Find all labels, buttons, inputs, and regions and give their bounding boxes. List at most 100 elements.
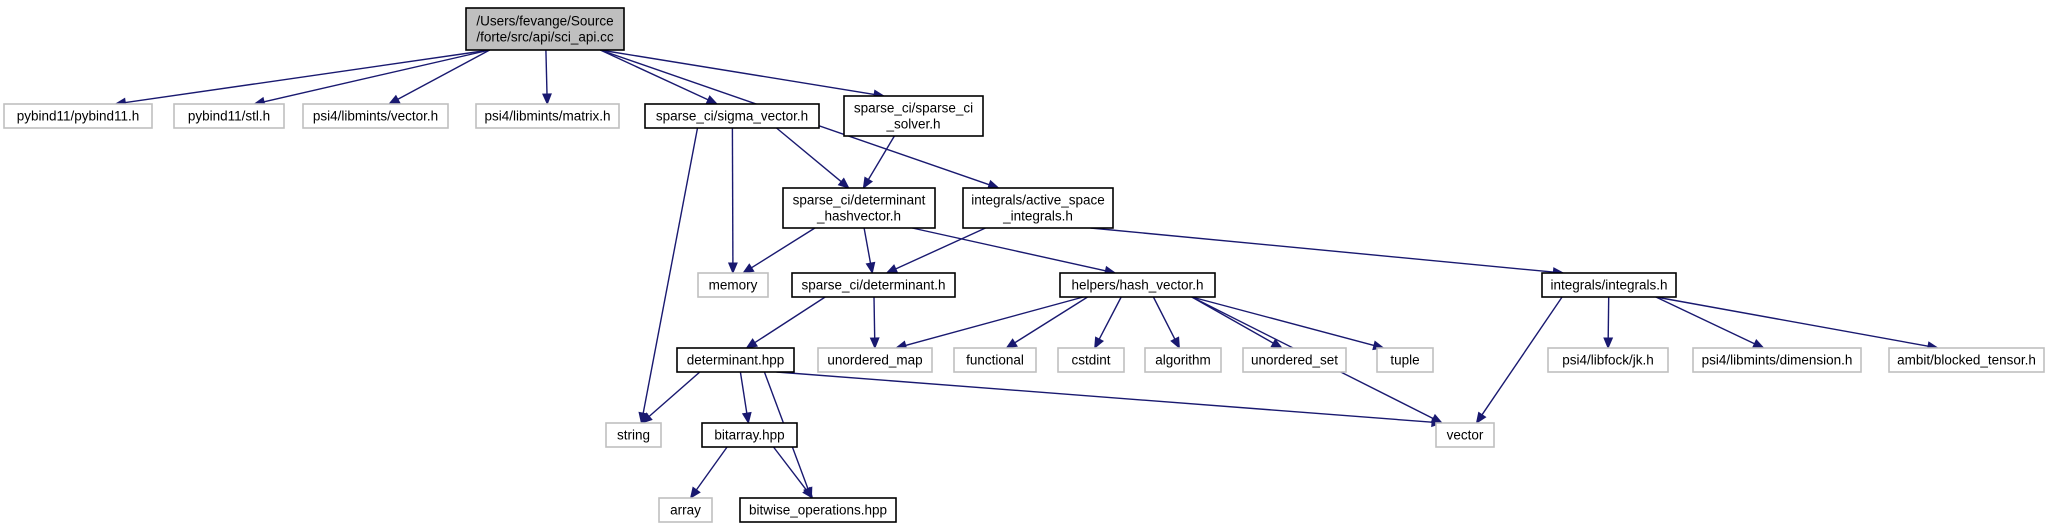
node-hashvec[interactable]: helpers/hash_vector.h	[1059, 272, 1216, 298]
arrowhead-root-to-psi4vector	[387, 94, 401, 105]
node-label-integrals: integrals/integrals.h	[1550, 278, 1667, 293]
edge-detvec-to-det	[863, 227, 872, 264]
node-label-detpp: determinant.hpp	[687, 353, 785, 368]
edge-hashvec-to-umap	[905, 296, 1084, 347]
node-box-functional	[953, 347, 1037, 373]
edge-sigma-to-string	[642, 127, 699, 414]
node-sigma[interactable]: sparse_ci/sigma_vector.h	[644, 103, 820, 129]
node-algorithm[interactable]: algorithm	[1144, 347, 1222, 373]
node-label-detvec: sparse_ci/determinant	[793, 193, 926, 208]
edge-det-to-detpp	[754, 296, 826, 344]
node-det[interactable]: sparse_ci/determinant.h	[791, 272, 956, 298]
node-asi[interactable]: integrals/active_space_integrals.h	[962, 187, 1114, 229]
node-umap[interactable]: unordered_map	[817, 347, 933, 373]
arrowhead-solver-to-detvec	[862, 176, 874, 190]
node-box-detpp	[676, 347, 795, 373]
node-box-det	[791, 272, 956, 298]
node-tuple[interactable]: tuple	[1376, 347, 1434, 373]
arrowhead-root-to-sigma	[705, 95, 719, 105]
node-label-memory: memory	[709, 278, 758, 293]
arrowhead-root-to-psi4matrix	[542, 93, 552, 106]
node-label-uset: unordered_set	[1251, 353, 1338, 368]
node-label-bitwise: bitwise_operations.hpp	[749, 503, 887, 518]
edge-asi-to-integrals	[1090, 227, 1554, 273]
node-detpp[interactable]: determinant.hpp	[676, 347, 795, 373]
edge-solver-to-detvec	[867, 135, 896, 180]
node-label-array: array	[670, 503, 701, 518]
node-box-algorithm	[1144, 347, 1222, 373]
edge-root-to-pybind11	[125, 49, 490, 104]
node-box-memory	[697, 272, 769, 298]
arrowhead-detpp-to-string	[640, 412, 653, 424]
node-label-detvec: _hashvector.h	[816, 209, 901, 224]
node-bitwise[interactable]: bitwise_operations.hpp	[739, 497, 897, 523]
edge-hashvec-to-algorithm	[1152, 296, 1176, 340]
node-box-umap	[817, 347, 933, 373]
node-box-vector	[1435, 422, 1495, 448]
arrowhead-detvec-to-memory	[742, 263, 755, 274]
node-memory[interactable]: memory	[697, 272, 769, 298]
arrowhead-sigma-to-detvec	[837, 177, 850, 189]
node-string[interactable]: string	[605, 422, 662, 448]
node-root[interactable]: /Users/fevange/Source/forte/src/api/sci_…	[465, 7, 625, 51]
node-pybind11stl[interactable]: pybind11/stl.h	[173, 103, 285, 129]
node-uset[interactable]: unordered_set	[1242, 347, 1347, 373]
arrowhead-hashvec-to-cstdint	[1094, 336, 1105, 350]
node-integrals[interactable]: integrals/integrals.h	[1541, 272, 1677, 298]
node-label-pybind11stl: pybind11/stl.h	[188, 109, 270, 124]
node-box-jk	[1547, 347, 1669, 373]
edge-detpp-to-string	[648, 371, 701, 417]
node-label-psi4vector: psi4/libmints/vector.h	[313, 109, 438, 124]
arrowhead-hashvec-to-functional	[1005, 338, 1018, 349]
node-box-string	[605, 422, 662, 448]
edge-detvec-to-hashvec	[912, 227, 1106, 272]
node-array[interactable]: array	[658, 497, 713, 523]
node-box-uset	[1242, 347, 1347, 373]
node-box-hashvec	[1059, 272, 1216, 298]
node-label-cstdint: cstdint	[1071, 353, 1110, 368]
edge-asi-to-det	[895, 227, 986, 270]
arrowhead-sigma-to-memory	[727, 262, 738, 275]
edge-detvec-to-memory	[751, 227, 816, 269]
node-psi4matrix[interactable]: psi4/libmints/matrix.h	[475, 103, 620, 129]
node-box-dimension	[1692, 347, 1862, 373]
node-box-root	[465, 7, 625, 51]
node-label-asi: _integrals.h	[1002, 209, 1073, 224]
arrowhead-asi-to-det	[885, 264, 899, 274]
node-label-det: sparse_ci/determinant.h	[801, 278, 945, 293]
node-label-umap: unordered_map	[827, 353, 922, 368]
edge-hashvec-to-functional	[1014, 296, 1088, 344]
arrowhead-det-to-umap	[869, 337, 880, 350]
node-cstdint[interactable]: cstdint	[1057, 347, 1125, 373]
node-dimension[interactable]: psi4/libmints/dimension.h	[1692, 347, 1862, 373]
node-box-asi	[962, 187, 1114, 229]
node-bitarray[interactable]: bitarray.hpp	[701, 422, 798, 448]
arrowhead-detvec-to-det	[865, 261, 876, 275]
node-label-bitarray: bitarray.hpp	[714, 428, 784, 443]
node-box-cstdint	[1057, 347, 1125, 373]
edge-detpp-to-vector	[776, 371, 1433, 423]
node-label-ambit: ambit/blocked_tensor.h	[1897, 353, 2036, 368]
edge-det-to-umap	[873, 296, 876, 339]
arrowhead-hashvec-to-algorithm	[1170, 336, 1180, 350]
node-solver[interactable]: sparse_ci/sparse_ci_solver.h	[843, 95, 984, 137]
node-pybind11[interactable]: pybind11/pybind11.h	[3, 103, 153, 129]
node-box-pybind11	[3, 103, 153, 129]
node-box-array	[658, 497, 713, 523]
node-jk[interactable]: psi4/libfock/jk.h	[1547, 347, 1669, 373]
edge-bitarray-to-bitwise	[772, 446, 807, 491]
node-ambit[interactable]: ambit/blocked_tensor.h	[1888, 347, 2045, 373]
node-functional[interactable]: functional	[953, 347, 1037, 373]
edge-bitarray-to-array	[695, 446, 728, 491]
edge-integrals-to-jk	[1607, 296, 1610, 339]
arrowhead-bitarray-to-bitwise	[802, 486, 814, 500]
node-detvec[interactable]: sparse_ci/determinant_hashvector.h	[782, 187, 936, 229]
nodes-layer: /Users/fevange/Source/forte/src/api/sci_…	[3, 7, 2045, 523]
node-label-psi4matrix: psi4/libmints/matrix.h	[484, 109, 610, 124]
node-vector[interactable]: vector	[1435, 422, 1495, 448]
edge-sigma-to-memory	[731, 127, 734, 264]
node-label-hashvec: helpers/hash_vector.h	[1071, 278, 1203, 293]
node-psi4vector[interactable]: psi4/libmints/vector.h	[302, 103, 449, 129]
node-label-dimension: psi4/libmints/dimension.h	[1702, 353, 1853, 368]
node-box-psi4vector	[302, 103, 449, 129]
